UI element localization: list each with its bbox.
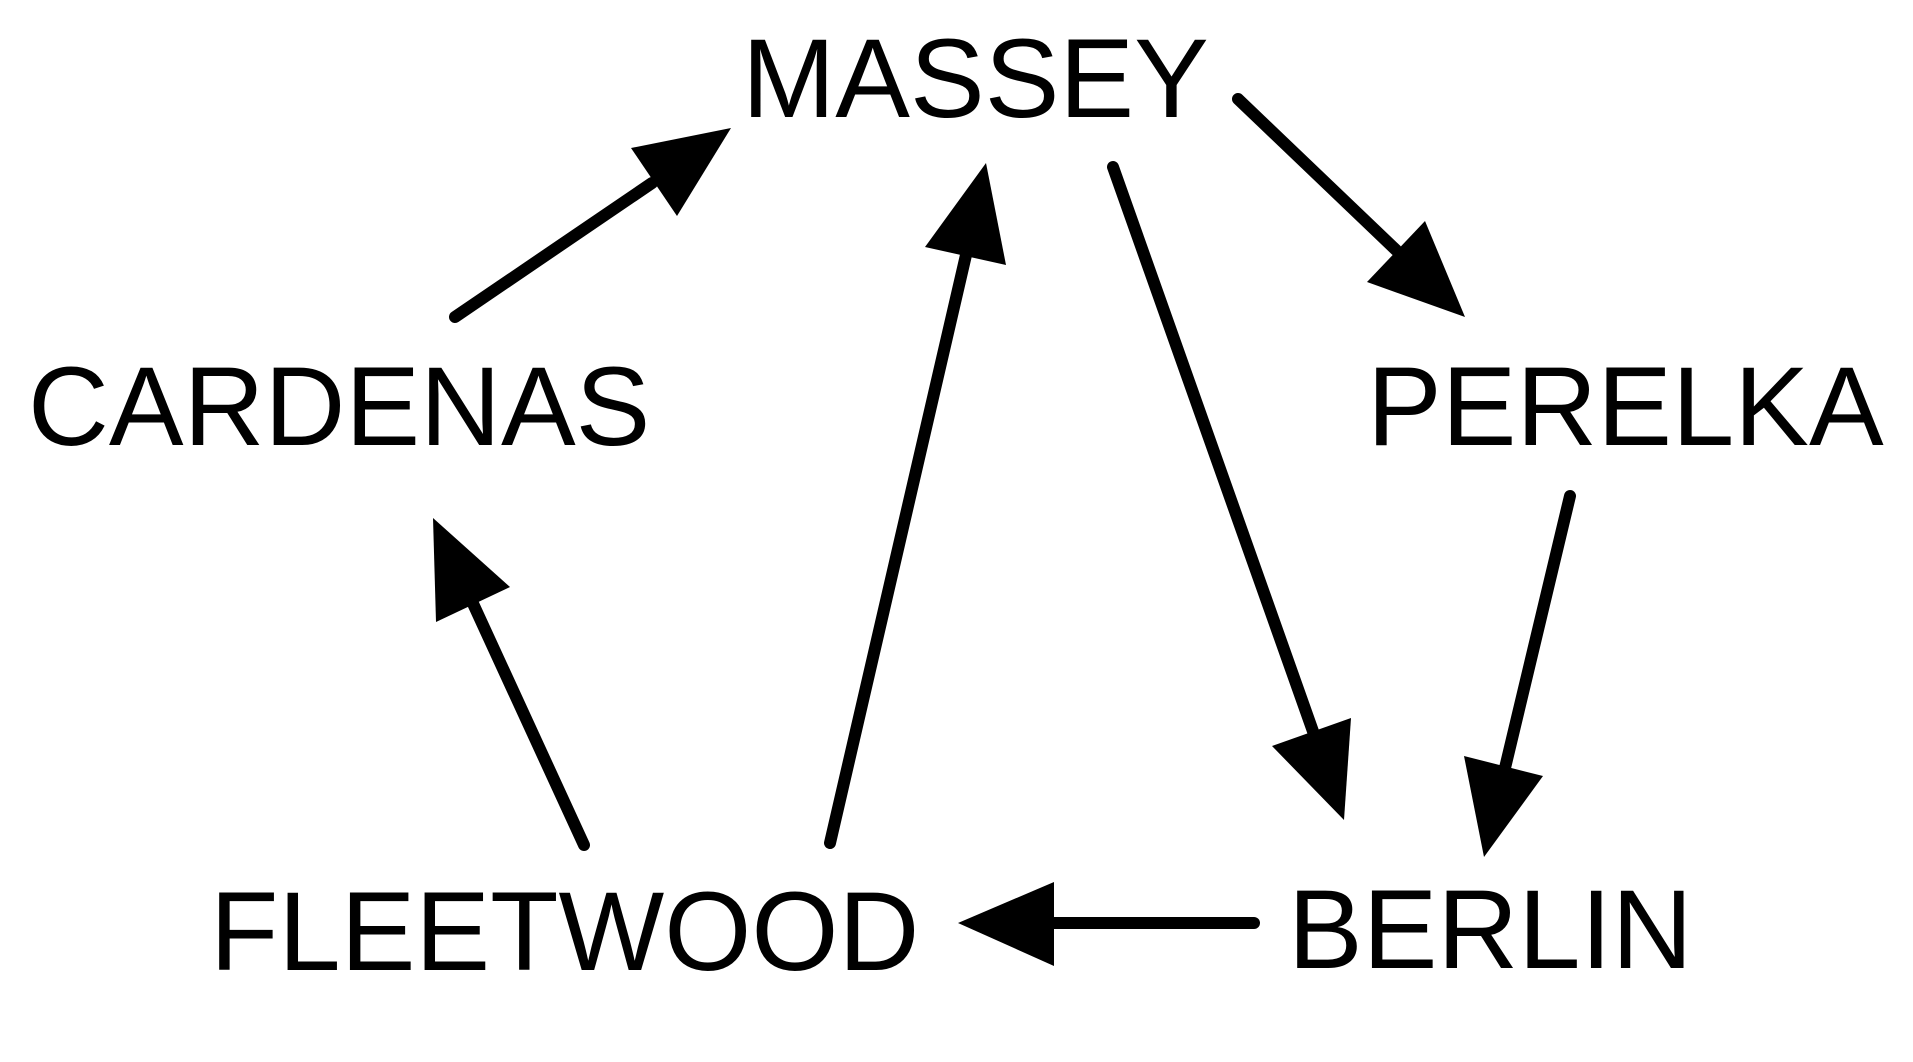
edge-cardenas-massey-shaft [449,177,658,323]
edge-fleetwood-to-massey [824,163,1006,849]
node-massey: MASSEY [742,16,1209,141]
edge-cardenas-to-massey [449,128,731,323]
edge-fleetwood-massey-arrowhead [925,163,1006,265]
edge-berlin-fleetwood-arrowhead [958,882,1054,966]
edge-massey-perelka-arrowhead [1367,221,1465,317]
edge-perelka-berlin-shaft [1499,490,1576,774]
edge-fleetwood-to-cardenas [433,518,590,851]
edge-massey-berlin-arrowhead [1272,718,1351,820]
edge-fleetwood-massey-shaft [824,249,972,849]
edge-cardenas-massey-arrowhead [631,128,731,216]
edge-massey-berlin-shaft [1107,161,1321,743]
edge-perelka-to-berlin [1464,490,1576,857]
edge-fleetwood-cardenas-shaft [464,591,590,851]
edge-berlin-to-fleetwood [958,882,1260,966]
edge-massey-perelka-shaft [1232,93,1402,256]
node-berlin: BERLIN [1288,867,1693,992]
node-fleetwood: FLEETWOOD [210,869,919,994]
node-cardenas: CARDENAS [28,344,650,469]
edge-massey-to-berlin [1107,161,1351,820]
edge-perelka-berlin-arrowhead [1464,756,1543,857]
node-perelka: PERELKA [1367,344,1884,469]
edge-massey-to-perelka [1232,93,1465,317]
edge-fleetwood-cardenas-arrowhead [433,518,510,622]
